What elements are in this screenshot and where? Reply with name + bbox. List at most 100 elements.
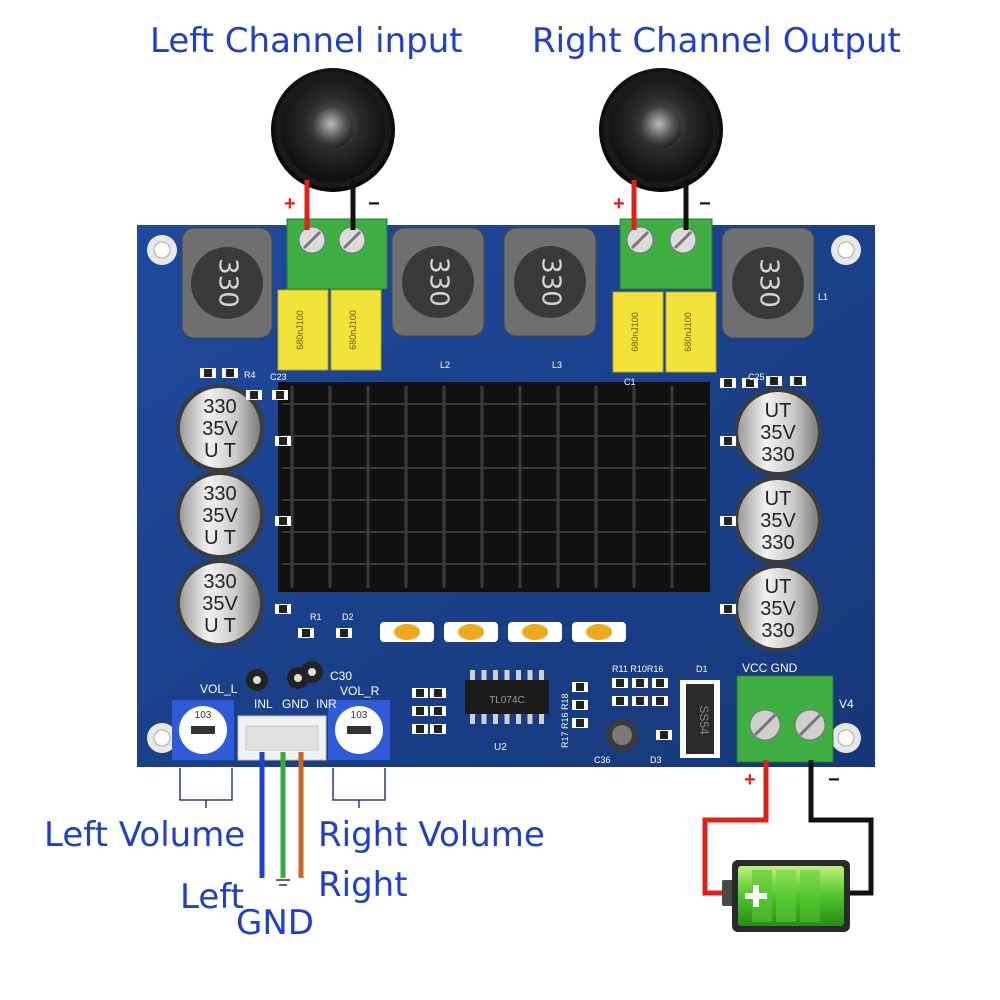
ic-pin [504,670,510,680]
capacitor-marking: 35V [202,593,238,615]
capacitor-marking: 35V [760,598,796,620]
right-volume-pot: 103 [328,700,390,760]
right-minus-mark: − [699,193,711,215]
battery-icon [722,860,850,932]
silk-side-marks: R17 R16 R18 [560,693,570,748]
capacitor-marking: UT [765,576,792,598]
capacitor-marking: 35V [760,510,796,532]
small-caps-c30 [246,661,323,691]
capacitor-marking: UT [765,400,792,422]
chip-marking: TL074C [489,695,525,706]
smd-body [616,697,624,705]
smd-body [576,701,584,709]
capacitor-marking: UT [765,488,792,510]
smd-body [746,379,754,387]
silkscreen: VOL_L VOL_R INL GND INR VCC GND V4 C30 U… [200,292,854,765]
left-speaker-icon [271,68,395,192]
power-minus-mark: − [828,769,840,791]
smd-body [770,377,778,385]
silk-l3: L3 [552,360,562,370]
smd-body [656,697,664,705]
smd-body [416,707,424,715]
silk-gnd: GND [282,697,309,711]
smd-body [576,719,584,727]
pot-value: 103 [195,710,212,721]
smd-body [724,379,732,387]
smd-body [576,683,584,691]
right-plus-mark: + [613,193,625,215]
ic-pin [539,670,544,680]
gnd-wire-label: GND [236,903,314,943]
diode-marking: SS54 [697,705,711,735]
inductor-l4: 330 [181,227,273,339]
ic-pin [493,714,498,724]
silk-c36: C36 [594,755,611,765]
ic-pin [481,670,487,680]
smd-body [340,629,348,637]
capacitor-marking: U T [204,615,236,637]
capacitor-marking: U T [204,440,236,462]
ic-pin [516,670,521,680]
capacitor-marking: 330 [761,620,794,642]
left-plus-mark: + [284,193,296,215]
smd-body [416,689,424,697]
mounting-holes [147,235,861,753]
smd-body [279,605,287,613]
silk-r11: R11 R10R16 [612,664,663,674]
silk-d2: D2 [342,612,354,622]
capacitor-marking: 330 [203,571,236,593]
signal-header [237,715,327,761]
silk-l1: L1 [818,292,828,302]
silk-l2: L2 [440,360,450,370]
capacitor-marking: 35V [202,418,238,440]
left-volume-pot: 103 [172,700,234,760]
right-speaker-icon [599,68,723,192]
power-wires [702,760,874,896]
ic-chip: TL074C [465,670,549,724]
inductor-mark: 330 [536,257,566,307]
smd-body [279,517,287,525]
smd-body [724,517,732,525]
silk-inr: INR [316,697,337,711]
ic-pin [470,714,475,724]
film-cap-mark: 680nJ100 [683,312,693,352]
smd-body [302,629,310,637]
left-channel-label: Left Channel input [150,21,463,61]
smd-body [416,725,424,733]
heatsink [278,382,710,592]
right-channel-terminal [619,218,713,290]
capacitor-marking: U T [204,527,236,549]
inductor-l3: 330 [503,227,597,337]
ic-pin [470,670,475,680]
film-cap-mark: 680nJ100 [630,312,640,352]
capacitor-marking: 330 [203,483,236,505]
capacitor-marking: 330 [761,532,794,554]
right-volume-label: Right Volume [318,815,545,855]
silk-d1: D1 [696,664,708,674]
silk-c30: C30 [330,669,352,683]
signal-wires [259,752,304,886]
ic-pin [504,714,510,724]
smd-components [200,368,806,740]
silk-u2: U2 [494,742,507,753]
smd-body [636,697,644,705]
left-minus-mark: − [368,193,380,215]
smd-body [660,731,668,739]
capacitor-marking: 35V [202,505,238,527]
left-channel-terminal [286,218,388,290]
smd-body [616,679,624,687]
ic-pin [481,714,487,724]
silk-v4: V4 [839,697,854,711]
silk-vol-l: VOL_L [200,682,238,696]
ceramic-caps [380,622,626,642]
speaker-wires [304,180,689,230]
smd-body [434,725,442,733]
diode-d1: SS54 [680,680,720,758]
smd-body [636,679,644,687]
